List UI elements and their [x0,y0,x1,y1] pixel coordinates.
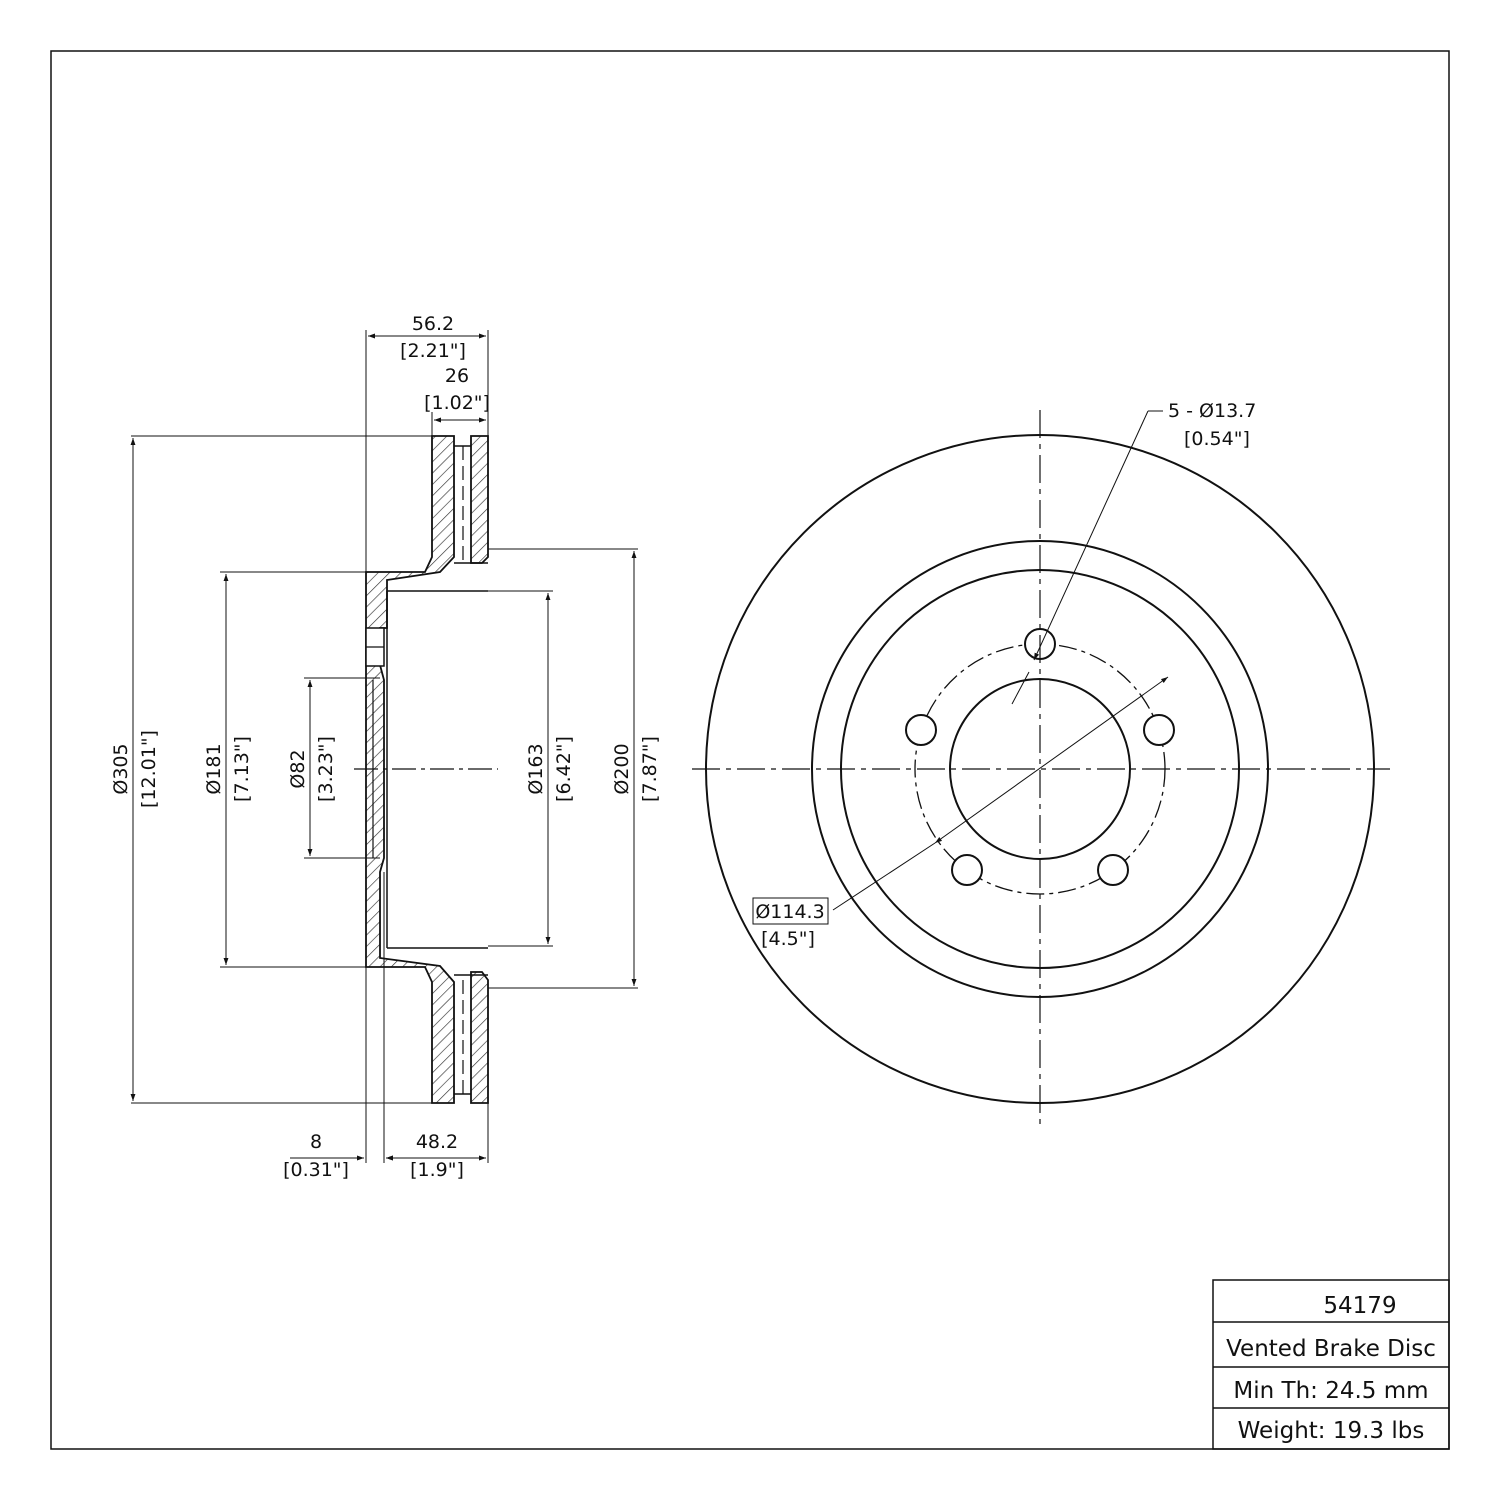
outer-diameter-mm: Ø305 [110,743,132,794]
bolt-hole [905,714,937,746]
center-bore-mm: Ø82 [287,749,309,788]
inner-hat-diameter-inch: [6.42"] [553,736,575,802]
disc-thickness-inch: [1.02"] [424,392,490,414]
bolt-holes-inch: [0.54"] [1184,428,1250,450]
outer-diameter-inch: [12.01"] [138,730,160,808]
overall-width-mm: 56.2 [412,313,454,335]
bolt-circle-basic-box [752,897,829,925]
outboard-plate [470,435,489,564]
inner-friction-diameter-mm: Ø200 [611,743,633,794]
min-thickness: Min Th: 24.5 mm [1233,1378,1428,1404]
part-number: 54179 [1323,1293,1396,1319]
inner-friction-diameter-inch: [7.87"] [639,736,661,802]
weight: Weight: 19.3 lbs [1238,1418,1425,1444]
bolt-hole [1097,854,1129,886]
overall-width-inch: [2.21"] [400,340,466,362]
title-block: 54179 Vented Brake Disc Min Th: 24.5 mm … [1212,1279,1450,1450]
section-view: 56.2 [2.21"] 26 [1.02"] Ø305 [12.01"] Ø1… [110,313,661,1181]
bolt-hole [951,854,983,886]
bolt-circle-inch: [4.5"] [761,928,815,950]
hat-diameter-inch: [7.13"] [231,736,253,802]
bolt-circle-mm: Ø114.3 [755,901,824,923]
drawing-border [50,50,1450,1450]
hat-thickness-inch: [0.31"] [283,1159,349,1181]
inner-hat-diameter-mm: Ø163 [525,743,547,794]
part-description: Vented Brake Disc [1226,1336,1436,1362]
center-bore-inch: [3.23"] [315,736,337,802]
bolt-holes-mm: 5 - Ø13.7 [1168,400,1256,422]
bolt-hole [1143,714,1175,746]
outboard-plate-lower [470,971,489,1104]
hat-height-mm: 48.2 [416,1131,458,1153]
hat-height-inch: [1.9"] [410,1159,464,1181]
hat-diameter-mm: Ø181 [203,743,225,794]
disc-thickness-mm: 26 [445,365,469,387]
front-view: 5 - Ø13.7 [0.54"] Ø114.3 [4.5"] [692,400,1390,1130]
hat-thickness-mm: 8 [310,1131,322,1153]
